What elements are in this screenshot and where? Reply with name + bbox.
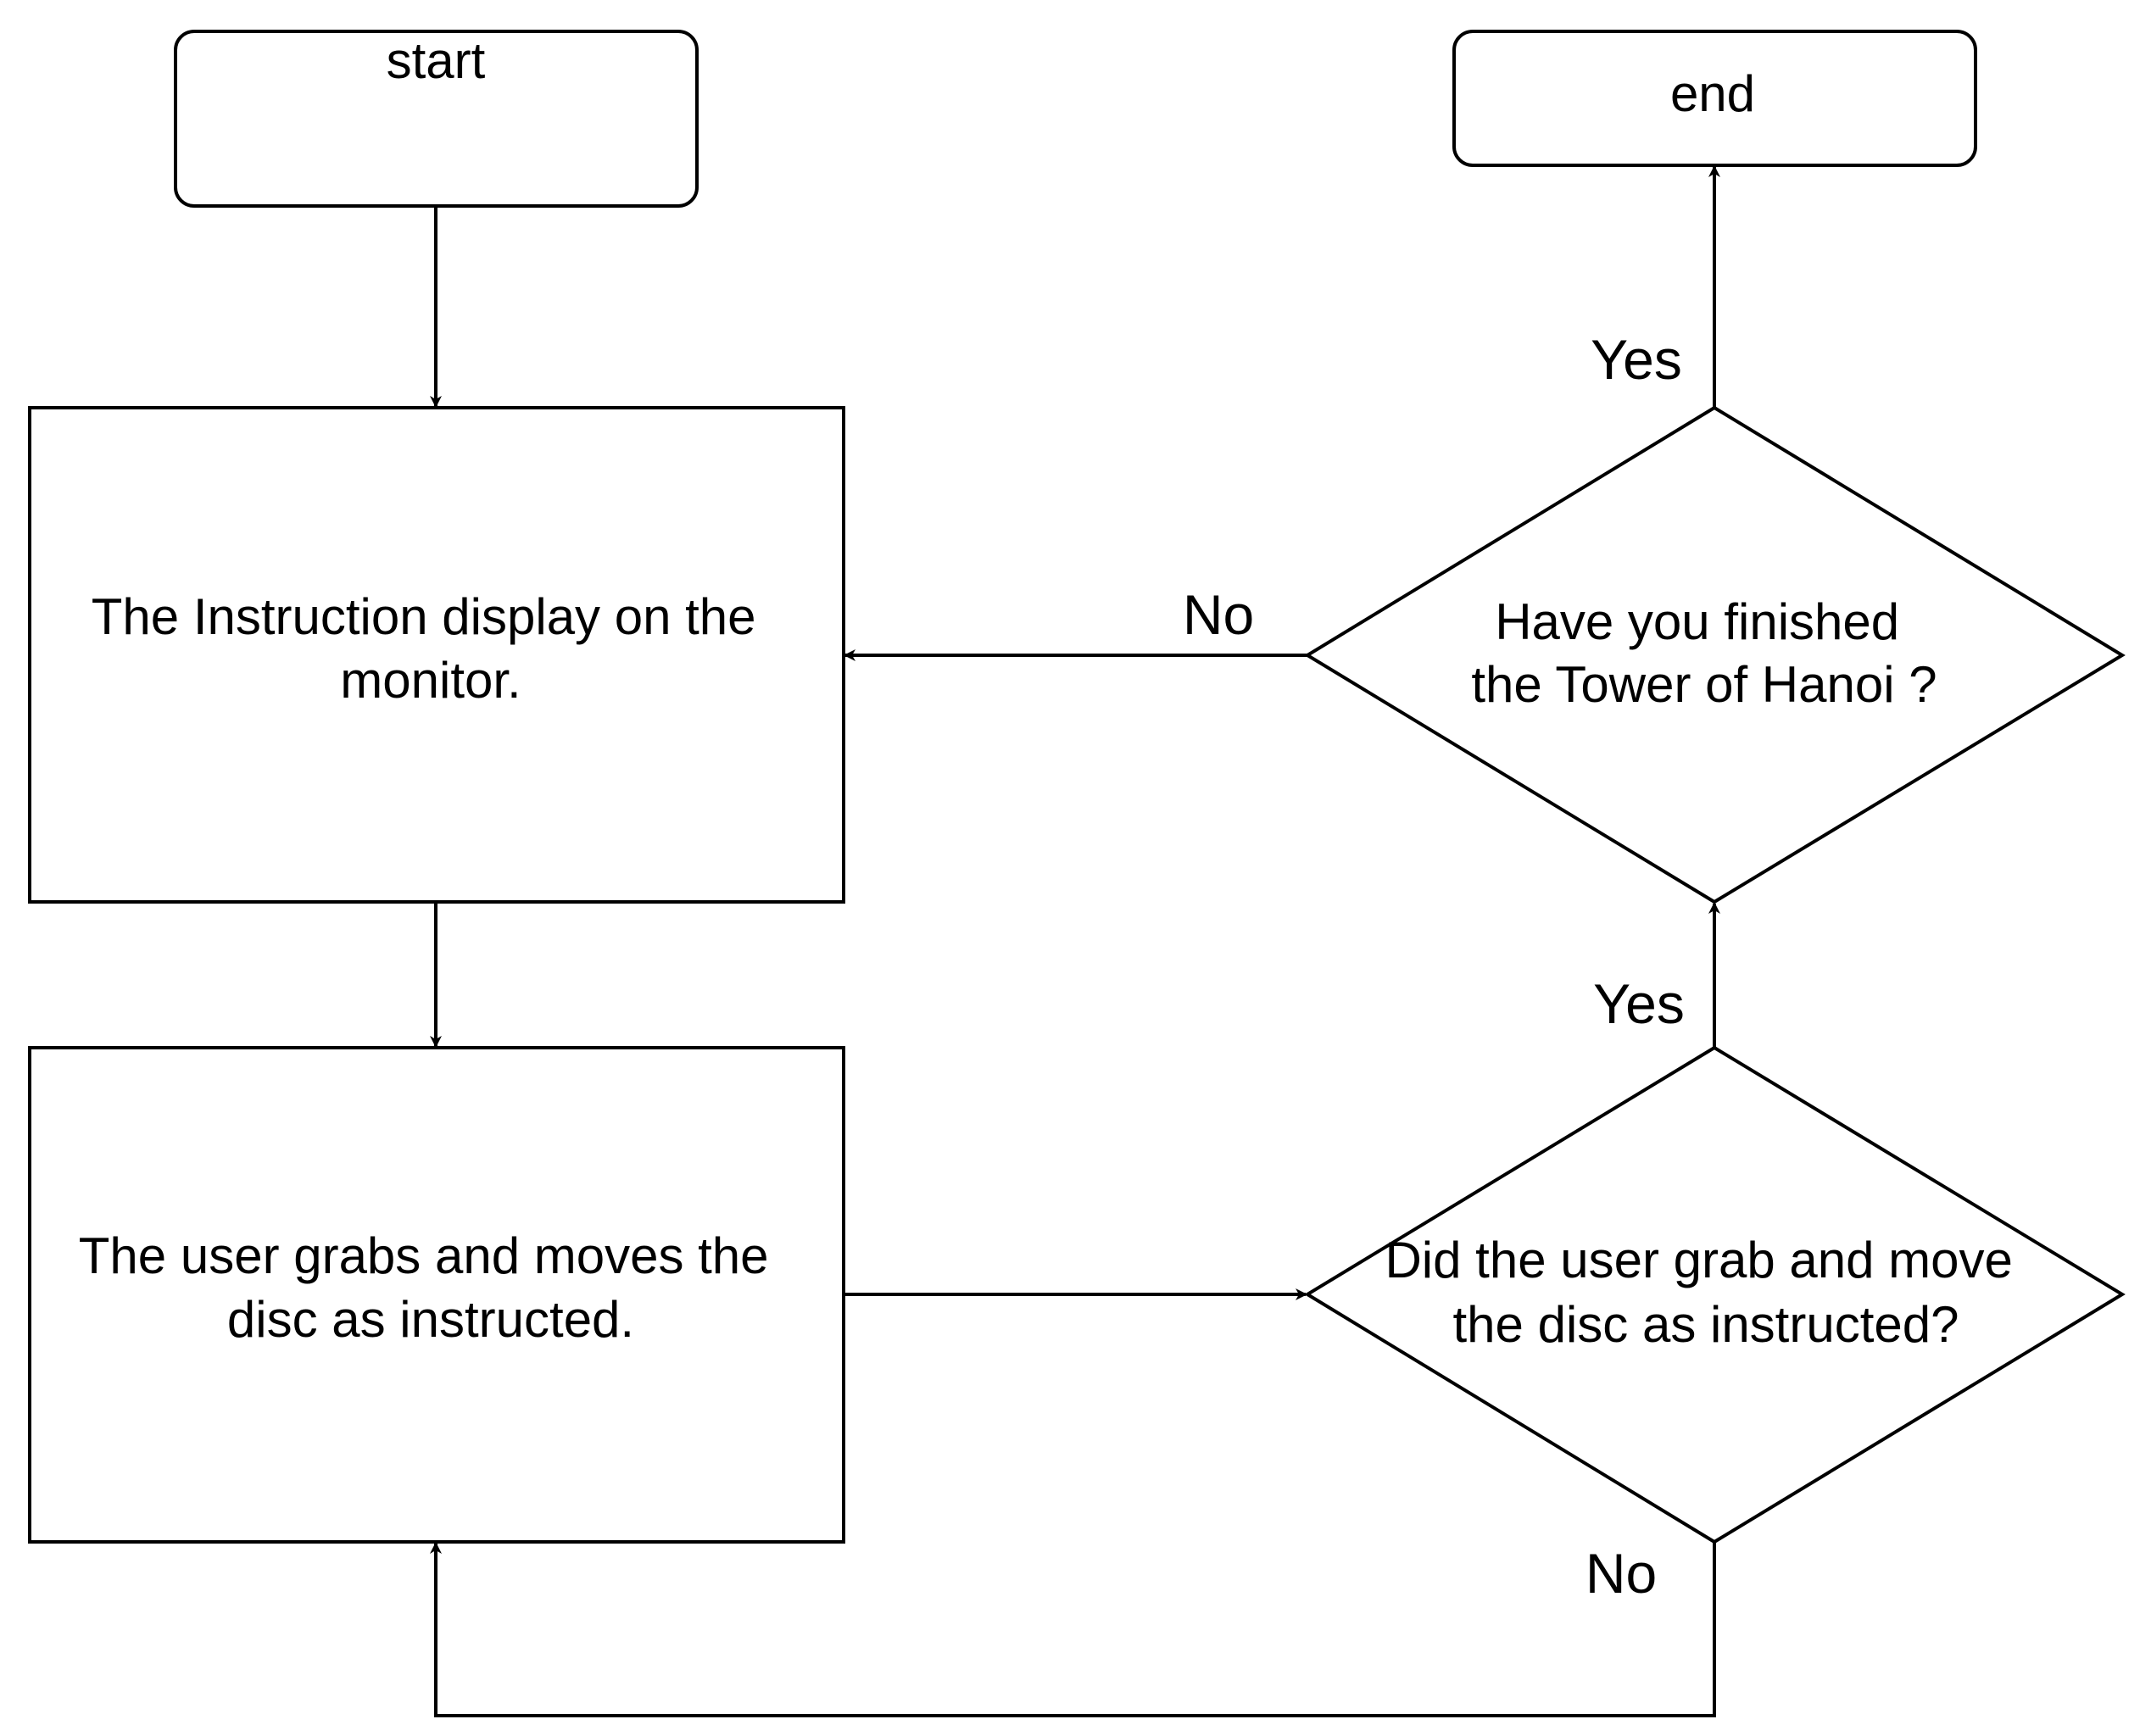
decision-moved-line-2: the disc as instructed? <box>1453 1296 1959 1353</box>
decision-moved-node: Did the user grab and move the disc as i… <box>1304 1045 2126 1544</box>
end-node: end <box>1452 30 1977 167</box>
decision-moved-label: Did the user grab and move the disc as i… <box>1385 1232 2026 1353</box>
label-finished-yes: Yes <box>1591 328 1682 391</box>
start-label: start <box>387 32 486 89</box>
action-process-node: The user grabs and moves the disc as ins… <box>28 1046 845 1544</box>
decision-finished-line-1: Have you finished <box>1495 593 1899 650</box>
end-label: end <box>1670 65 1755 122</box>
instruction-label-line-1: The Instruction display on the <box>92 588 756 645</box>
action-label-line-2: disc as instructed. <box>227 1291 634 1348</box>
start-node: start <box>174 30 699 208</box>
arrow-decision-moved-no <box>430 1542 1716 1717</box>
label-moved-yes: Yes <box>1593 972 1685 1035</box>
instruction-label: The Instruction display on the monitor. <box>92 588 770 709</box>
decision-moved-line-1: Did the user grab and move <box>1385 1232 2012 1288</box>
action-label-line-1: The user grabs and moves the <box>79 1227 769 1284</box>
label-moved-no: No <box>1585 1542 1657 1605</box>
decision-finished-label: Have you finished the Tower of Hanoi ? <box>1471 593 1937 713</box>
start-label-line: start <box>387 32 486 89</box>
instruction-label-line-2: monitor. <box>340 652 521 709</box>
connectors <box>430 165 1720 1717</box>
instruction-process-node: The Instruction display on the monitor. <box>28 406 845 904</box>
decision-finished-node: Have you finished the Tower of Hanoi ? <box>1304 405 2126 904</box>
end-label-line: end <box>1670 65 1755 122</box>
decision-finished-line-2: the Tower of Hanoi ? <box>1471 656 1937 713</box>
action-label: The user grabs and moves the disc as ins… <box>79 1227 783 1348</box>
label-finished-no: No <box>1183 583 1254 646</box>
